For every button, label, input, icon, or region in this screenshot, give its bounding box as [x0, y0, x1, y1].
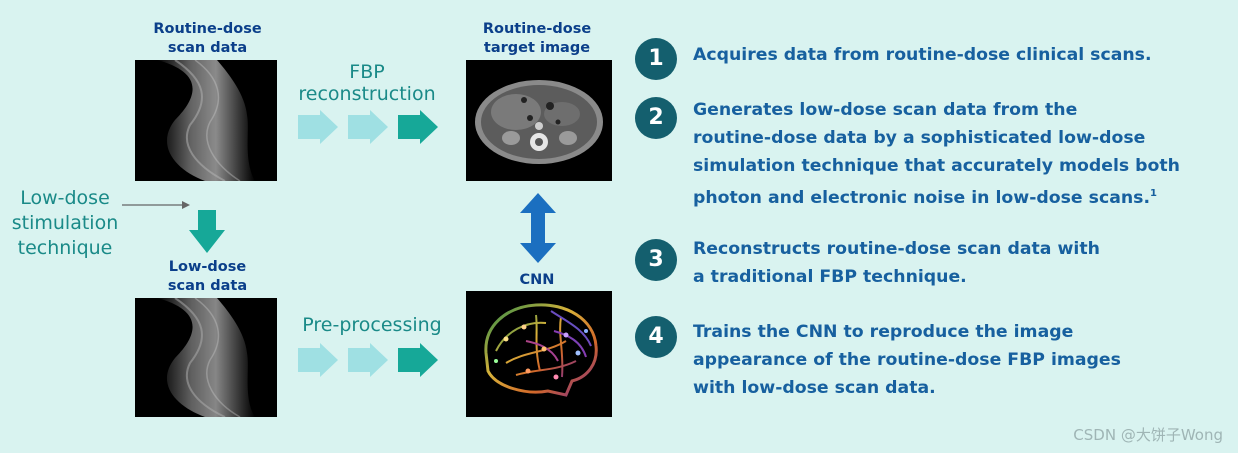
step-3-line-1: Reconstructs routine-dose scan data with: [693, 239, 1100, 259]
step-4-line-1: Trains the CNN to reproduce the image: [693, 322, 1074, 342]
lowdose-scan-header-line-2: scan data: [167, 278, 248, 294]
step-4-line-3: with low-dose scan data.: [693, 378, 936, 398]
routine-target-header-line-1: Routine-dose: [482, 21, 592, 37]
cnn-header: CNN: [519, 272, 555, 288]
preprocessing-arrows-icon: [298, 343, 438, 377]
routine-target-header-line-2: target image: [483, 40, 591, 56]
step-4-text: Trains the CNN to reproduce the image ap…: [693, 318, 1121, 402]
step-3-text: Reconstructs routine-dose scan data with…: [693, 235, 1100, 291]
lowdose-scan-header: Low-dose scan data: [135, 258, 280, 296]
fbp-label-line-2: reconstruction: [298, 83, 436, 105]
step-2-line-4-wrap: photon and electronic noise in low-dose …: [693, 180, 1180, 212]
step-2-text: Generates low-dose scan data from the ro…: [693, 96, 1180, 212]
preprocessing-label: Pre-processing: [302, 314, 442, 336]
lowdose-technique-line-3: technique: [17, 237, 113, 259]
step-2-footnote: 1: [1150, 188, 1157, 199]
pointer-arrow: [122, 201, 190, 209]
step-3-badge: 3: [635, 239, 677, 281]
step-2-line-3: simulation technique that accurately mod…: [693, 156, 1180, 176]
routine-target-header: Routine-dose target image: [463, 20, 611, 58]
ct-target-image: [466, 60, 612, 181]
step-2-badge: 2: [635, 97, 677, 139]
fbp-label-line-1: FBP: [349, 61, 385, 83]
lowdose-scan-image: [135, 298, 277, 417]
step-1-text: Acquires data from routine-dose clinical…: [693, 41, 1152, 69]
step-3-line-2: a traditional FBP technique.: [693, 267, 967, 287]
lowdose-technique-line-1: Low-dose: [20, 187, 110, 209]
step-1-badge: 1: [635, 38, 677, 80]
routine-scan-header-line-1: Routine-dose: [153, 21, 262, 37]
step-2-line-2: routine-dose data by a sophisticated low…: [693, 128, 1146, 148]
routine-scan-image: [135, 60, 277, 181]
fbp-label: FBP reconstruction: [292, 61, 442, 105]
step-1-line-1: Acquires data from routine-dose clinical…: [693, 45, 1152, 65]
cnn-brain-image: [466, 291, 612, 417]
step-4-badge: 4: [635, 316, 677, 358]
watermark: CSDN @大饼子Wong: [1073, 426, 1223, 444]
step-2-line-4: photon and electronic noise in low-dose …: [693, 187, 1151, 208]
lowdose-technique-label: Low-dose stimulation technique: [10, 186, 120, 261]
routine-scan-header-line-2: scan data: [167, 40, 248, 56]
lowdose-scan-header-line-1: Low-dose: [168, 259, 247, 275]
step-2-line-1: Generates low-dose scan data from the: [693, 100, 1078, 120]
down-arrow-icon: [189, 210, 225, 253]
routine-scan-header: Routine-dose scan data: [135, 20, 280, 58]
double-arrow-icon: [520, 193, 556, 263]
step-4-line-2: appearance of the routine-dose FBP image…: [693, 350, 1121, 370]
lowdose-technique-line-2: stimulation: [11, 212, 119, 234]
fbp-arrows-icon: [298, 110, 438, 144]
